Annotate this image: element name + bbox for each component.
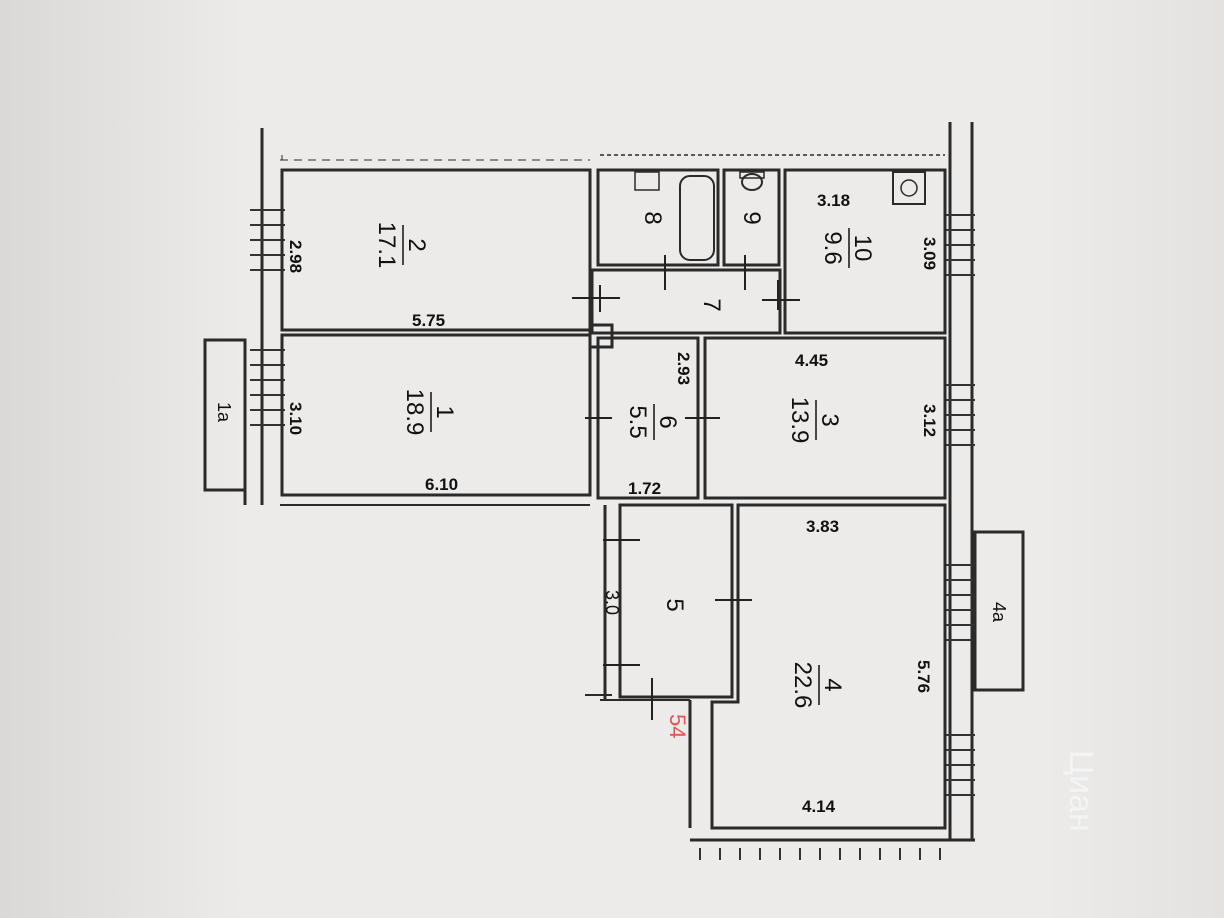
dim-r10-top: 3.18 [817,191,850,210]
dim-r4-side: 5.76 [914,660,933,693]
room-1-number: 1 [431,405,458,418]
balcony-1a-text: 1а [214,402,234,423]
dim-r4-bottom: 4.14 [802,797,836,816]
room-5-number: 5 [661,598,688,611]
room-1-area: 18.9 [401,389,428,436]
dim-r6-length: 1.72 [628,479,661,498]
room-9-label: 9 [738,211,765,224]
room-10-outline [783,168,947,335]
room-3-label: 3 13.9 [786,397,843,444]
toilet [739,171,765,191]
room-4-number: 4 [819,678,846,691]
balcony-1a-outline [203,338,247,492]
room-6-label: 6 5.5 [624,404,681,440]
room-4-outline [710,503,947,830]
room-8-outline [596,168,720,267]
room-4-label: 4 22.6 [789,662,846,709]
room-8-number: 8 [639,211,666,224]
room-2-area: 17.1 [373,222,400,269]
note-54: 54 [665,714,690,738]
room-2-outline [280,168,592,332]
balcony-4a-label: 4а [989,602,1009,623]
dim-r2-length: 5.75 [412,311,445,330]
room-4-area: 22.6 [789,662,816,709]
dim-r10-side: 3.09 [920,237,939,270]
dim-r1-side: 3.10 [286,402,305,435]
room-7-outline [590,268,782,335]
room-3-number: 3 [816,413,843,426]
room-7-number: 7 [698,298,725,311]
dim-r6-side: 2.93 [674,352,693,385]
dim-r1-length: 6.10 [425,475,458,494]
room-9-number: 9 [738,211,765,224]
balcony-4a-text: 4а [989,602,1009,623]
dim-r3-side: 3.12 [920,404,939,437]
watermark: Циан [1062,750,1100,832]
room-1-outline [280,333,592,497]
room-3-area: 13.9 [786,397,813,444]
room-2-number: 2 [403,238,430,251]
room-10-area: 9.6 [819,231,846,264]
note-54-text: 54 [665,714,690,738]
room-6-number: 6 [654,415,681,428]
room-5-label: 5 [661,598,688,611]
stove [892,171,926,205]
room-8-label: 8 [639,211,666,224]
room-6-area: 5.5 [624,405,651,438]
column [588,323,614,349]
room-10-label: 10 9.6 [819,228,876,268]
dim-r5-side: 3.0 [602,590,622,615]
balcony-1a-label: 1а [214,402,234,423]
room-7-label: 7 [698,298,725,311]
dim-r4-top: 3.83 [806,517,839,536]
sink [634,171,660,191]
door-marks [572,255,800,720]
room-2-label: 2 17.1 [373,222,430,269]
room-1-label: 1 18.9 [401,389,458,436]
bathtub [679,175,715,261]
dim-r2-side: 2.98 [286,240,305,273]
outer-walls [243,122,975,842]
room-10-number: 10 [849,235,876,262]
dim-r3-top: 4.45 [795,351,828,370]
balcony-4a-outline [973,530,1025,692]
window-hatching [250,209,975,860]
room-9-outline [722,168,781,267]
watermark-text: Циан [1062,750,1100,832]
